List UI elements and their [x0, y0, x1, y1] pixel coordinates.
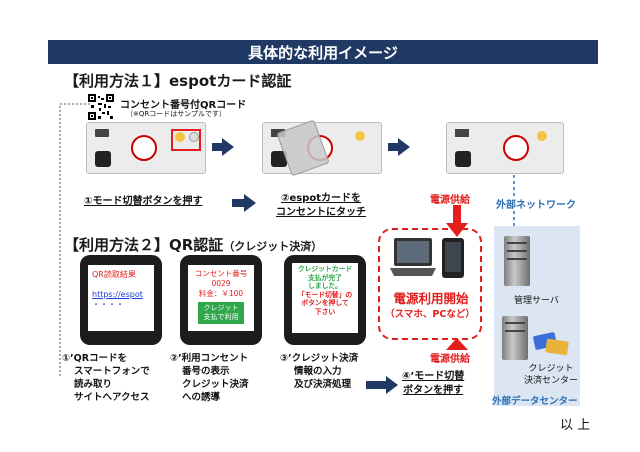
flow-arrow-icon: [398, 138, 410, 156]
step4-label: ④’モード切替 ボタンを押す: [402, 371, 465, 396]
credit-card-icon: [545, 338, 569, 356]
outlet-device-1: [86, 122, 206, 174]
credit-center-label: クレジット 決済センター: [524, 364, 579, 386]
method2-title: 【利用方法２】QR認証（クレジット決済）: [64, 236, 323, 254]
outlet-number-value: 0029: [211, 279, 231, 288]
outlet-number-label: コンセント番号: [194, 269, 248, 278]
smartphone-1: QR読取結果 https://espot ・・・・: [80, 255, 162, 345]
outlet-socket-icon: [455, 151, 471, 167]
flow-arrow-icon: [244, 194, 256, 212]
credit-pay-button[interactable]: クレジット 支払で利用: [198, 302, 244, 324]
flow-arrow-icon: [386, 376, 398, 394]
mode-switch-highlight: [171, 129, 201, 151]
mode-button-icon: [537, 131, 547, 141]
phone2-screen: コンセント番号 0029 料金：￥100 クレジット 支払で利用: [188, 265, 254, 331]
nfc-reader-icon: [503, 135, 529, 161]
outlet-socket-icon: [271, 151, 287, 167]
power-supply-top-label: 電源供給: [430, 195, 470, 206]
outlet-socket-icon: [95, 151, 111, 167]
phone1-screen: QR読取結果 https://espot ・・・・: [88, 265, 154, 331]
qr-caption: コンセント番号付QRコード: [120, 100, 247, 111]
page-title: 具体的な利用イメージ: [248, 43, 398, 62]
method1-title: 【利用方法１】espotカード認証: [64, 72, 292, 90]
power-supply-bottom-label: 電源供給: [430, 350, 470, 365]
qr-result-dots: ・・・・: [92, 300, 124, 309]
power-start-subtitle: （スマホ、PCなど）: [385, 309, 475, 320]
qr-code-icon: [88, 94, 114, 120]
caption-step3: ③’クレジット決済 情報の入力 及び決済処理: [280, 353, 359, 390]
caption-step1: ①’QRコードを スマートフォンで 読み取り サイトへアクセス: [62, 353, 150, 403]
caption-step2: ②’利用コンセント 番号の表示 クレジット決済 への誘導: [170, 353, 249, 403]
mode-button-icon: [175, 132, 185, 142]
smartphone-3: クレジットカード 支払が完了 しました。 「モード切替」の ボタンを押して 下さ…: [284, 255, 366, 345]
laptop-icon: [390, 238, 436, 276]
outlet-device-3: [446, 122, 564, 174]
step1-label: ①モード切替ボタンを押す: [84, 196, 203, 207]
dotted-connector: [59, 103, 90, 376]
datacenter-label: 外部データセンター: [492, 396, 578, 407]
power-start-title: 電源利用開始: [393, 291, 469, 306]
usb-port-icon: [95, 129, 109, 137]
usb-port-icon: [455, 129, 469, 137]
flow-arrow-icon: [222, 138, 234, 156]
end-mark: 以 上: [560, 418, 591, 433]
qr-note: （※QRコードはサンプルです）: [126, 110, 227, 118]
price-label: 料金：￥100: [198, 289, 244, 298]
nfc-reader-icon: [131, 135, 157, 161]
down-arrow-icon: [446, 205, 468, 237]
page-title-banner: 具体的な利用イメージ: [48, 40, 598, 64]
outlet-device-2: [262, 119, 382, 177]
power-usage-box: [378, 228, 482, 340]
mode-button-icon: [355, 131, 365, 141]
qr-result-title: QR読取結果: [92, 270, 136, 279]
indicator-icon: [189, 132, 199, 142]
management-server-icon: [504, 236, 530, 286]
step2-label: ②espotカードを コンセントにタッチ: [276, 193, 366, 218]
smartphone-2: コンセント番号 0029 料金：￥100 クレジット 支払で利用: [180, 255, 262, 345]
qr-result-link[interactable]: https://espot: [92, 290, 143, 299]
smartphone-icon: [442, 238, 464, 278]
external-network-label: 外部ネットワーク: [496, 196, 576, 211]
phone3-screen: クレジットカード 支払が完了 しました。 「モード切替」の ボタンを押して 下さ…: [292, 263, 358, 333]
management-server-label: 管理サーバ: [514, 296, 559, 306]
